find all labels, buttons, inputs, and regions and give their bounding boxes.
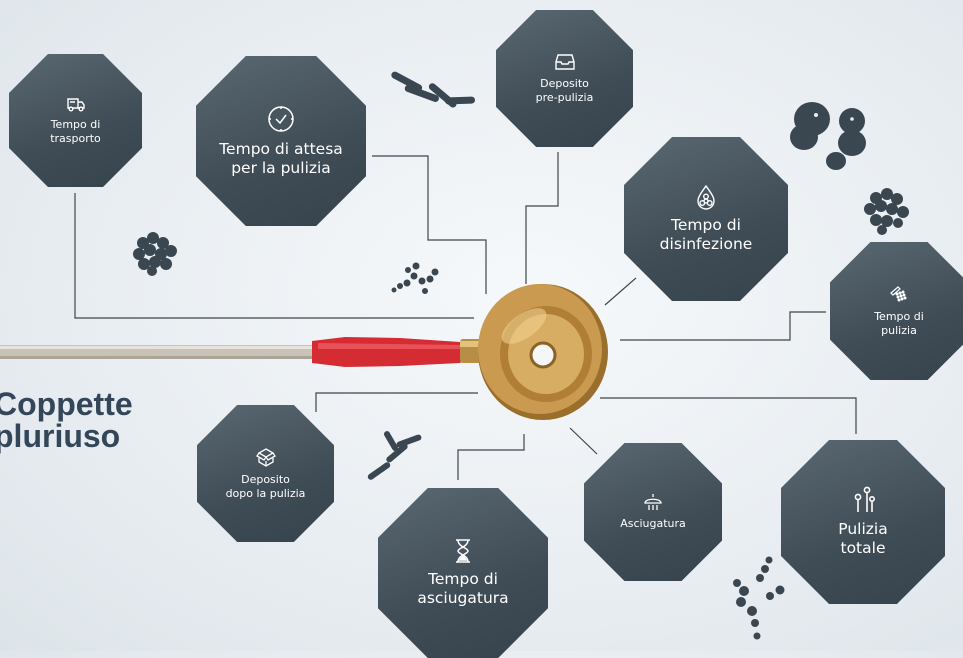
connector-disinfezione bbox=[604, 277, 637, 306]
connector-tempo-asciugatura bbox=[457, 434, 525, 480]
stage-label-line: Deposito bbox=[540, 76, 589, 90]
electrode-cable bbox=[0, 337, 510, 367]
shower-icon bbox=[888, 284, 910, 304]
bacteria-blobs-right bbox=[790, 102, 866, 170]
dryer-icon bbox=[643, 493, 663, 511]
diagram-title: Coppette pluriuso bbox=[0, 388, 133, 452]
bacteria-chain-mid bbox=[391, 262, 439, 294]
electrode-pins-icon bbox=[849, 486, 877, 514]
bacteria-cluster-right bbox=[864, 188, 909, 235]
stage-label-line: per la pulizia bbox=[231, 159, 331, 177]
stage-label-line: Tempo di bbox=[671, 215, 741, 234]
bacteria-decoration bbox=[133, 71, 909, 640]
bacteria-rods-bottom bbox=[367, 431, 422, 480]
stage-label-line: Pulizia bbox=[838, 519, 888, 538]
stage-label-line: totale bbox=[840, 539, 886, 557]
stage-label-line: Deposito bbox=[241, 472, 290, 486]
stage-label-line: pre-pulizia bbox=[535, 90, 594, 104]
connector-attesa bbox=[372, 155, 487, 294]
connector-asciugatura bbox=[569, 427, 598, 455]
bacteria-cluster-left bbox=[133, 232, 177, 276]
title-line-1: Coppette bbox=[0, 386, 133, 422]
stage-label-line: Tempo di bbox=[50, 117, 101, 131]
connector-trasporto bbox=[74, 193, 474, 319]
connector-lines bbox=[74, 152, 857, 480]
stage-tempo-pulizia: Tempo di pulizia bbox=[830, 242, 963, 380]
stage-label-line: Tempo di bbox=[874, 310, 924, 324]
stage-label-line: asciugatura bbox=[417, 589, 509, 607]
title-line-2: pluriuso bbox=[0, 418, 121, 454]
stage-label-line: trasporto bbox=[50, 131, 101, 145]
stage-deposito-pre: Deposito pre-pulizia bbox=[496, 10, 633, 147]
stage-tempo-attesa: Tempo di attesa per la pulizia bbox=[196, 56, 366, 226]
stage-tempo-disinfezione: Tempo di disinfezione bbox=[624, 137, 788, 301]
clock-icon bbox=[266, 104, 296, 134]
stage-tempo-asciugatura: Tempo di asciugatura bbox=[378, 488, 548, 658]
stage-pulizia-totale: Pulizia totale bbox=[781, 440, 945, 604]
stage-label-line: Tempo di attesa bbox=[219, 139, 343, 158]
stacked-boxes-icon bbox=[255, 447, 277, 467]
stage-label-line: pulizia bbox=[881, 324, 917, 337]
hourglass-icon bbox=[454, 538, 472, 564]
bacteria-rods-top bbox=[391, 71, 476, 108]
connector-deposito-pre bbox=[525, 152, 559, 284]
connector-pulizia-totale bbox=[600, 397, 857, 434]
connector-deposito-dopo bbox=[315, 392, 478, 412]
stage-label-line: Tempo di bbox=[428, 569, 498, 588]
cup-electrode bbox=[478, 284, 608, 420]
stage-deposito-dopo: Deposito dopo la pulizia bbox=[197, 405, 334, 542]
stage-label-line: dopo la pulizia bbox=[225, 486, 306, 500]
connector-pulizia bbox=[620, 311, 826, 341]
stage-asciugatura: Asciugatura bbox=[584, 443, 722, 581]
stage-label-line: disinfezione bbox=[659, 235, 753, 253]
inbox-tray-icon bbox=[554, 53, 576, 71]
biohazard-drop-icon bbox=[695, 184, 717, 210]
bacteria-dots-bottom bbox=[733, 556, 785, 640]
stage-label-line: Asciugatura bbox=[620, 517, 686, 531]
stage-tempo-trasporto: Tempo di trasporto bbox=[9, 54, 142, 187]
van-icon bbox=[66, 96, 86, 112]
